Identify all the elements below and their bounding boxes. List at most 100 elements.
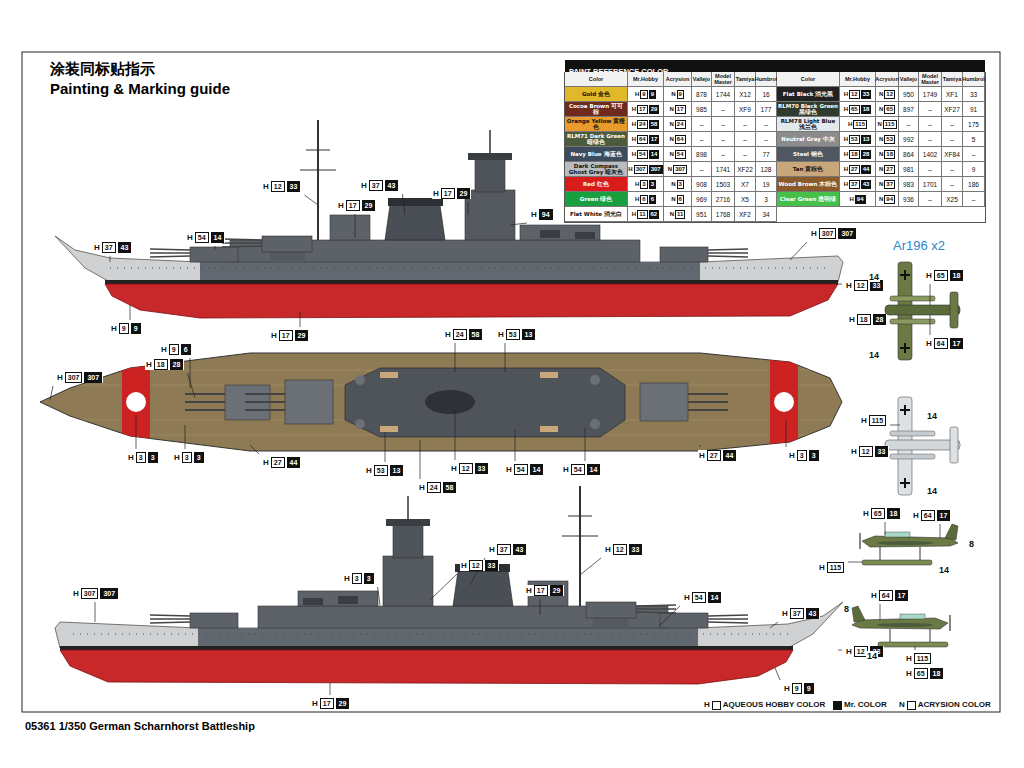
- leader-line: [110, 256, 111, 262]
- mr-color-number: 33: [875, 446, 889, 457]
- paint-code: –: [928, 196, 932, 203]
- paint-prefix: H: [632, 106, 636, 113]
- paint-callout: H307307: [72, 588, 119, 599]
- acrysion-code: N3: [671, 180, 684, 189]
- paint-code-cell: 969: [692, 192, 712, 207]
- leader-line: [95, 602, 96, 622]
- legend-text: AQUEOUS HOBBY COLOR: [723, 700, 826, 710]
- paint-callout: H1729: [432, 188, 471, 199]
- acrysion-prefix: N: [671, 196, 675, 203]
- leader-line: [215, 246, 216, 250]
- mr-hobby-cell: H94: [840, 192, 876, 207]
- paint-code-cell: 1741: [712, 162, 735, 177]
- mr-color-number: 44: [723, 450, 737, 461]
- color-swatch: Cocoa Brown 可可棕: [565, 102, 628, 117]
- mr-color-number: 307: [649, 165, 663, 174]
- acrysion-cell: N6: [664, 192, 692, 207]
- paint-callout: H5313: [497, 329, 536, 340]
- hobby-number: 54: [571, 464, 585, 475]
- hobby-number: 115: [914, 653, 931, 664]
- mr-color-number: 3: [194, 452, 204, 463]
- paint-prefix: H: [849, 196, 853, 203]
- paint-prefix: H: [263, 182, 269, 192]
- paint-prefix: H: [312, 699, 318, 709]
- column-header: Tamiya: [943, 76, 962, 82]
- mr-color-number: 6: [649, 195, 656, 204]
- mr-hobby-cell: H115: [840, 117, 876, 132]
- paint-callout: H96: [160, 344, 192, 355]
- paint-prefix: H: [635, 91, 639, 98]
- mr-color-number: 33: [475, 463, 489, 474]
- mr-color-number: 43: [513, 544, 527, 555]
- callout-number: 14: [926, 405, 938, 423]
- hobby-number: 17: [441, 188, 455, 199]
- paint-code: –: [700, 166, 704, 173]
- paint-code: 981: [903, 166, 914, 173]
- acrysion-number: 94: [884, 195, 895, 204]
- paint-callout: H6518: [862, 508, 901, 519]
- paint-callout: H1828: [844, 150, 872, 159]
- caption: 05361 1/350 German Scharnhorst Battleshi…: [25, 716, 255, 734]
- paint-callout: H99: [783, 683, 815, 694]
- paint-code-cell: –: [712, 102, 735, 117]
- paint-prefix: H: [913, 511, 919, 521]
- paint-code: –: [743, 151, 747, 158]
- leader-line: [50, 386, 53, 400]
- hobby-number: 11: [637, 210, 647, 219]
- acrysion-cell: N3: [664, 177, 692, 192]
- paint-callout: H1233: [845, 646, 884, 657]
- acrysion-code: N115: [877, 120, 896, 129]
- acrysion-code: N17: [669, 105, 685, 114]
- mr-color-number: 3: [649, 180, 656, 189]
- paint-prefix: H: [271, 331, 277, 341]
- paint-prefix: H: [811, 229, 817, 239]
- paint-callout: H5414: [186, 232, 225, 243]
- hobby-number: 53: [374, 465, 388, 476]
- leader-line: [940, 524, 941, 538]
- acrysion-prefix: N: [669, 151, 673, 158]
- leader-line: [890, 425, 900, 426]
- paint-prefix: H: [605, 545, 611, 555]
- callout-number: 14: [868, 266, 880, 284]
- acrysion-number: 307: [673, 165, 687, 174]
- column-header: Humbrol: [755, 76, 778, 82]
- table-header-cell: Acrysion: [664, 72, 692, 87]
- paint-code-cell: 864: [899, 147, 919, 162]
- aircraft-title: Ar196 x2: [893, 236, 945, 254]
- leader-line: [786, 420, 787, 447]
- acrysion-prefix: N: [879, 166, 883, 173]
- paint-code-cell: 897: [899, 102, 919, 117]
- paint-prefix: H: [489, 545, 495, 555]
- paint-callout: H33: [788, 450, 820, 461]
- hobby-number: 3: [797, 450, 807, 461]
- leader-line: [455, 410, 456, 460]
- paint-code: –: [950, 136, 954, 143]
- paint-callout: H94: [849, 195, 865, 204]
- paint-code: 1701: [923, 181, 937, 188]
- leader-line: [540, 599, 541, 615]
- hobby-number: 3: [352, 573, 362, 584]
- paint-code: XF2: [739, 211, 751, 218]
- mr-color-number: 33: [287, 181, 301, 192]
- mr-color-number: 29: [336, 698, 350, 709]
- hobby-number: 27: [849, 165, 860, 174]
- leader-line: [510, 223, 527, 225]
- paint-prefix: H: [344, 574, 350, 584]
- paint-code: 908: [696, 181, 707, 188]
- acrysion-cell: N65: [876, 102, 899, 117]
- mr-color-number: 58: [469, 329, 483, 340]
- color-name: RLM71 Dark Green 暗绿色: [565, 133, 627, 145]
- hobby-number: 53: [506, 329, 520, 340]
- color-name: Red 红色: [582, 181, 610, 187]
- paint-prefix: H: [635, 181, 639, 188]
- color-name: Navy Blue 海蓝色: [569, 151, 622, 157]
- table-header-cell: Humbrol: [963, 72, 985, 87]
- paint-prefix: H: [461, 561, 467, 571]
- acrysion-code: N12: [879, 90, 895, 99]
- paint-callout: H5313: [844, 135, 872, 144]
- mr-hobby-cell: H2744: [840, 162, 876, 177]
- paint-prefix: H: [563, 465, 569, 475]
- column-header: Mr.Hobby: [633, 76, 658, 82]
- hobby-number: 6: [640, 195, 647, 204]
- paint-code-cell: X7: [735, 177, 756, 192]
